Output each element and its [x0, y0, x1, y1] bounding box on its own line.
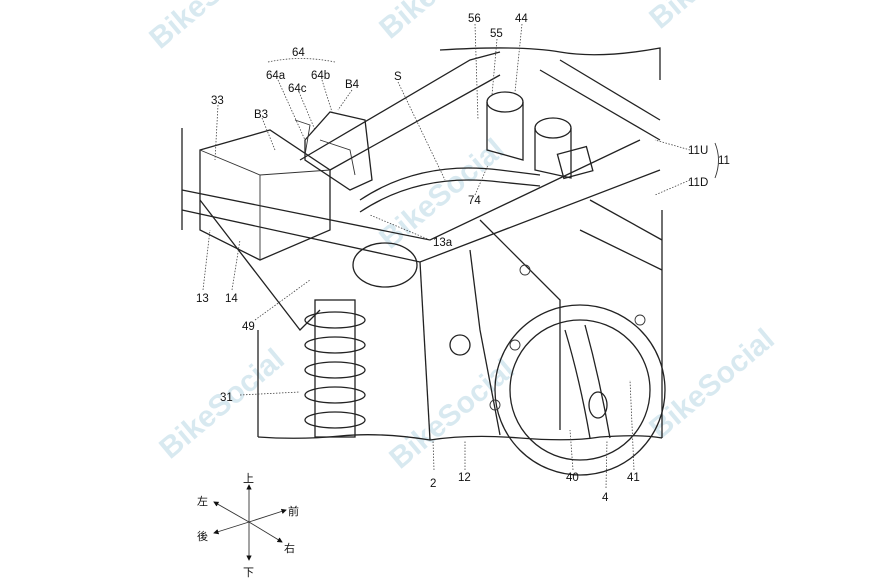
label-40: 40	[566, 472, 579, 484]
label-11U: 11U	[688, 145, 708, 157]
label-44: 44	[515, 13, 528, 25]
label-31: 31	[220, 392, 233, 404]
label-12: 12	[458, 472, 471, 484]
label-11D: 11D	[688, 177, 708, 189]
leader-lines	[202, 23, 719, 489]
direction-front: 前	[288, 504, 299, 518]
frame-sketch	[181, 47, 666, 476]
direction-down: 下	[243, 566, 254, 578]
label-55: 55	[490, 28, 503, 40]
direction-left: 左	[197, 495, 208, 508]
label-S: S	[394, 71, 402, 83]
svg-text:BikeSocial: BikeSocial	[383, 353, 520, 476]
label-64a: 64a	[266, 70, 286, 82]
svg-text:BikeSocial: BikeSocial	[643, 323, 780, 446]
label-74: 74	[468, 195, 481, 207]
label-56: 56	[468, 13, 481, 25]
label-B4: B4	[345, 79, 360, 91]
direction-right: 右	[284, 541, 295, 555]
label-41: 41	[627, 472, 640, 484]
label-13: 13	[196, 293, 209, 305]
label-4: 4	[602, 492, 609, 504]
reference-labels: 64 64a 64b 64c B4 S 33 B3 56 55 44 11U 1…	[196, 13, 730, 504]
label-13a: 13a	[433, 237, 453, 249]
label-64: 64	[292, 47, 305, 59]
svg-text:BikeSocial: BikeSocial	[643, 0, 780, 35]
label-49: 49	[242, 321, 255, 333]
direction-rear: 後	[197, 529, 208, 543]
label-14: 14	[225, 293, 238, 305]
label-64b: 64b	[311, 70, 330, 82]
label-64c: 64c	[288, 83, 307, 95]
label-11: 11	[718, 155, 730, 167]
svg-text:BikeSocial: BikeSocial	[143, 0, 280, 55]
label-2: 2	[430, 478, 436, 490]
direction-indicator: 上 下 左 右 前 後	[197, 472, 299, 578]
direction-up: 上	[243, 472, 254, 485]
watermark: BikeSocial BikeSocial BikeSocial BikeSoc…	[143, 0, 780, 475]
label-B3: B3	[254, 109, 268, 121]
label-33: 33	[211, 95, 224, 107]
